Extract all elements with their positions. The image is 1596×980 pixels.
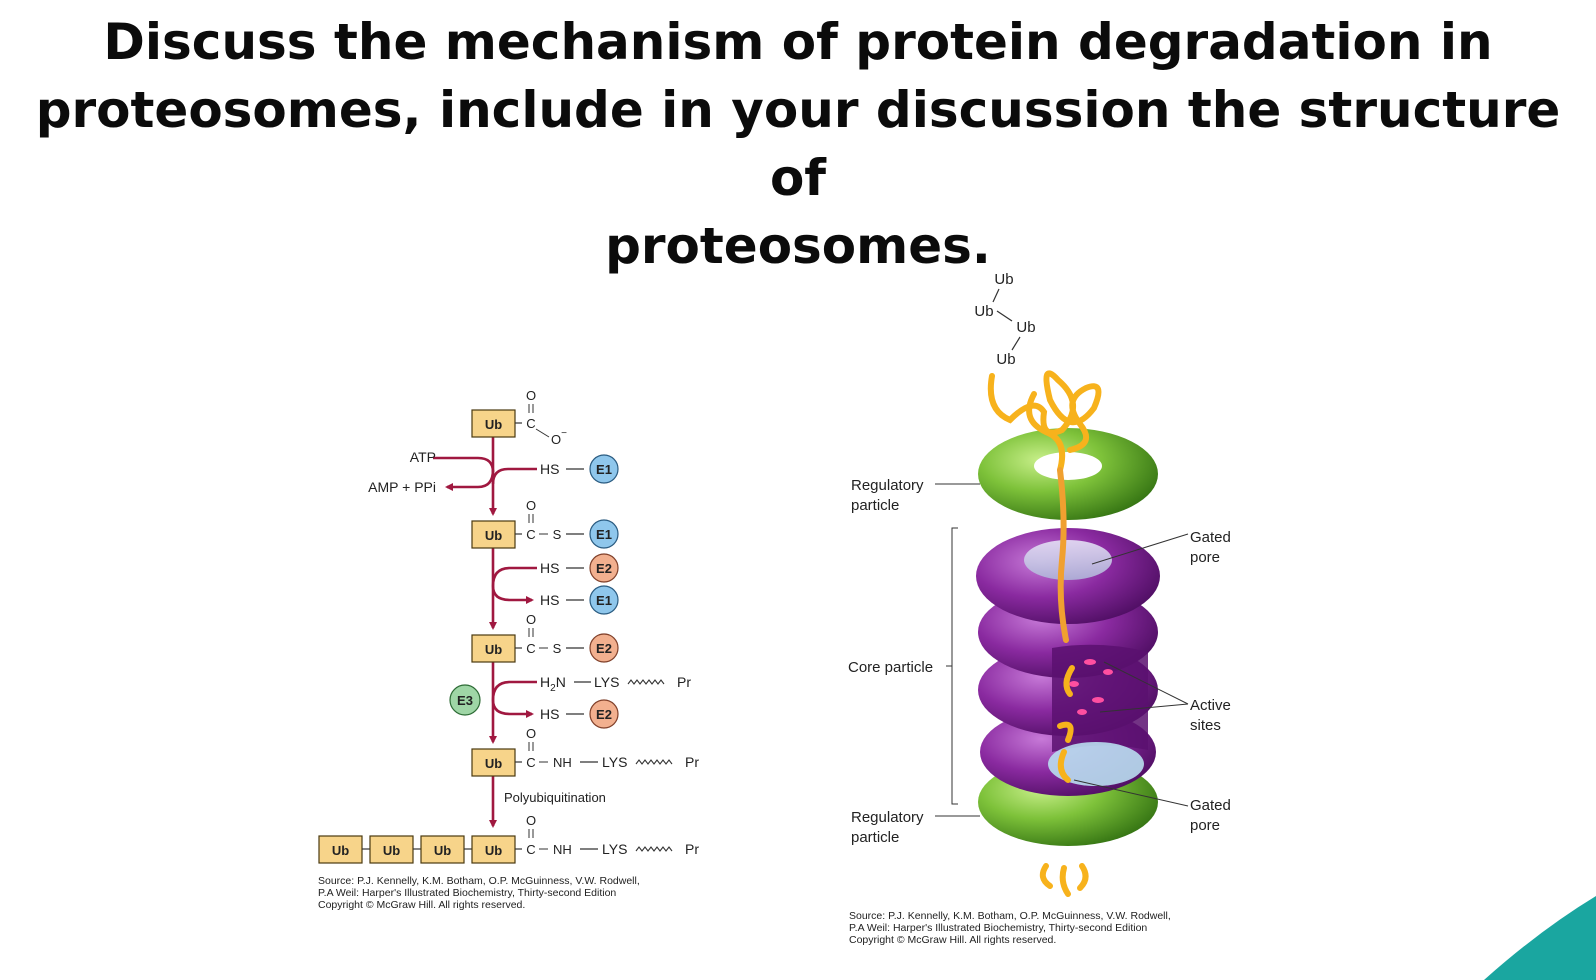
top-regulatory-label-2: particle	[851, 497, 899, 514]
hs-e1-reactant: HS E1	[540, 454, 619, 484]
slide-title: Discuss the mechanism of protein degrada…	[0, 8, 1596, 280]
hs-e2-released: HS E2	[540, 699, 619, 729]
lys-label: LYS	[602, 754, 627, 770]
ub-s-e1-thioester: Ub O C S E1	[471, 498, 619, 549]
protein-label: Pr	[685, 754, 699, 770]
oxide-oxygen: O	[551, 432, 561, 447]
e1-enzyme-circle	[589, 454, 619, 484]
negative-charge: −	[561, 428, 567, 439]
title-line-3: proteosomes.	[605, 217, 991, 275]
nh-label: NH	[553, 842, 572, 857]
ub-top: Ub	[994, 271, 1013, 288]
nh-label: NH	[553, 755, 572, 770]
hs-label: HS	[540, 706, 559, 722]
e3-label: E3	[457, 693, 473, 708]
ub-label: Ub	[485, 756, 502, 771]
bottom-gated-pore	[1048, 742, 1144, 786]
carbon-label: C	[526, 641, 535, 656]
amp-ppi-label: AMP + PPi	[368, 479, 436, 495]
carbonyl-oxygen: O	[526, 813, 536, 828]
top-gated-pore-label-2: pore	[1190, 549, 1220, 566]
ub-bottom: Ub	[996, 351, 1015, 368]
hs-e2-reactant: HS E2	[540, 553, 619, 583]
source-line-2: P.A Weil: Harper's Illustrated Biochemis…	[318, 887, 616, 899]
title-line-1: Discuss the mechanism of protein degrada…	[103, 13, 1493, 71]
carbon-label: C	[526, 842, 535, 857]
hs-label: HS	[540, 560, 559, 576]
left-source-citation: Source: P.J. Kennelly, K.M. Botham, O.P.…	[318, 875, 640, 911]
carbonyl-oxygen: O	[526, 498, 536, 513]
atp-label: ATP	[410, 449, 436, 465]
active-site-marks	[1069, 659, 1113, 715]
pathway-arrows	[433, 436, 537, 828]
title-line-2: proteosomes, include in your discussion …	[35, 81, 1561, 207]
bottom-regulatory-label-2: particle	[851, 829, 899, 846]
e1-label: E1	[596, 527, 612, 542]
carbon-label: C	[526, 416, 535, 431]
top-ring-hole	[1034, 452, 1102, 480]
ub-label: Ub	[485, 843, 502, 858]
corner-accent-shape	[1484, 896, 1596, 980]
source-line-1: Source: P.J. Kennelly, K.M. Botham, O.P.…	[318, 875, 640, 887]
bottom-gated-pore-label-2: pore	[1190, 817, 1220, 834]
sulfur-label: S	[553, 527, 562, 542]
proteasome-diagram: Ub Ub Ub Ub	[848, 271, 1231, 946]
sulfur-label: S	[553, 641, 562, 656]
polyubiquitin-tag: Ub Ub Ub Ub	[974, 271, 1035, 368]
ub-left: Ub	[974, 303, 993, 320]
ub-label: Ub	[434, 843, 451, 858]
ub-label: Ub	[383, 843, 400, 858]
lys-label: LYS	[594, 674, 619, 690]
hs-label: HS	[540, 461, 559, 477]
carbonyl-oxygen: O	[526, 388, 536, 403]
ub-label: Ub	[485, 417, 502, 432]
source-line-3: Copyright © McGraw Hill. All rights rese…	[318, 899, 525, 911]
carbonyl-oxygen: O	[526, 612, 536, 627]
carbonyl-oxygen: O	[526, 726, 536, 741]
carbon-label: C	[526, 527, 535, 542]
polyubiquitination-label: Polyubiquitination	[504, 790, 606, 805]
top-gated-pore-label-1: Gated	[1190, 529, 1231, 546]
ub-isopeptide-product: Ub O C NH LYS Pr	[471, 726, 699, 777]
ub-label: Ub	[485, 642, 502, 657]
e1-label: E1	[596, 462, 612, 477]
bottom-regulatory-label-1: Regulatory	[851, 809, 924, 826]
e2-label: E2	[596, 707, 612, 722]
ub-s-e2-thioester: Ub O C S E2	[471, 612, 619, 663]
substrate-lysine: H2N LYS Pr	[540, 674, 691, 694]
e2-label: E2	[596, 641, 612, 656]
source-line-1: Source: P.J. Kennelly, K.M. Botham, O.P.…	[849, 910, 1171, 922]
top-regulatory-label-1: Regulatory	[851, 477, 924, 494]
polyubiquitin-chain: Ub Ub Ub Ub O C NH LYS Pr	[318, 813, 699, 864]
hs-e1-released: HS E1	[540, 585, 619, 615]
e2-label: E2	[596, 561, 612, 576]
lys-label: LYS	[602, 841, 627, 857]
source-line-2: P.A Weil: Harper's Illustrated Biochemis…	[849, 922, 1147, 934]
label-leaders	[935, 483, 1189, 817]
ubiquitination-pathway-diagram: ATP AMP + PPi Ub O C O − HS E1 Ub O	[318, 388, 699, 911]
carbon-label: C	[526, 755, 535, 770]
ub-right: Ub	[1016, 319, 1035, 336]
right-source-citation: Source: P.J. Kennelly, K.M. Botham, O.P.…	[849, 910, 1171, 946]
ub-carboxylate: Ub O C O −	[471, 388, 567, 447]
bottom-gated-pore-label-1: Gated	[1190, 797, 1231, 814]
active-sites-label-1: Active	[1190, 697, 1231, 714]
active-sites-label-2: sites	[1190, 717, 1221, 734]
e3-ligase: E3	[449, 684, 481, 716]
top-gated-pore	[1024, 540, 1112, 580]
source-line-3: Copyright © McGraw Hill. All rights rese…	[849, 934, 1056, 946]
hs-label: HS	[540, 592, 559, 608]
ub-label: Ub	[485, 528, 502, 543]
core-particle-label: Core particle	[848, 659, 933, 676]
ub-label: Ub	[332, 843, 349, 858]
unfolding-substrate	[987, 370, 1102, 897]
amine-label: H2N	[540, 674, 566, 694]
e1-label: E1	[596, 593, 612, 608]
protein-label: Pr	[677, 674, 691, 690]
protein-label: Pr	[685, 841, 699, 857]
